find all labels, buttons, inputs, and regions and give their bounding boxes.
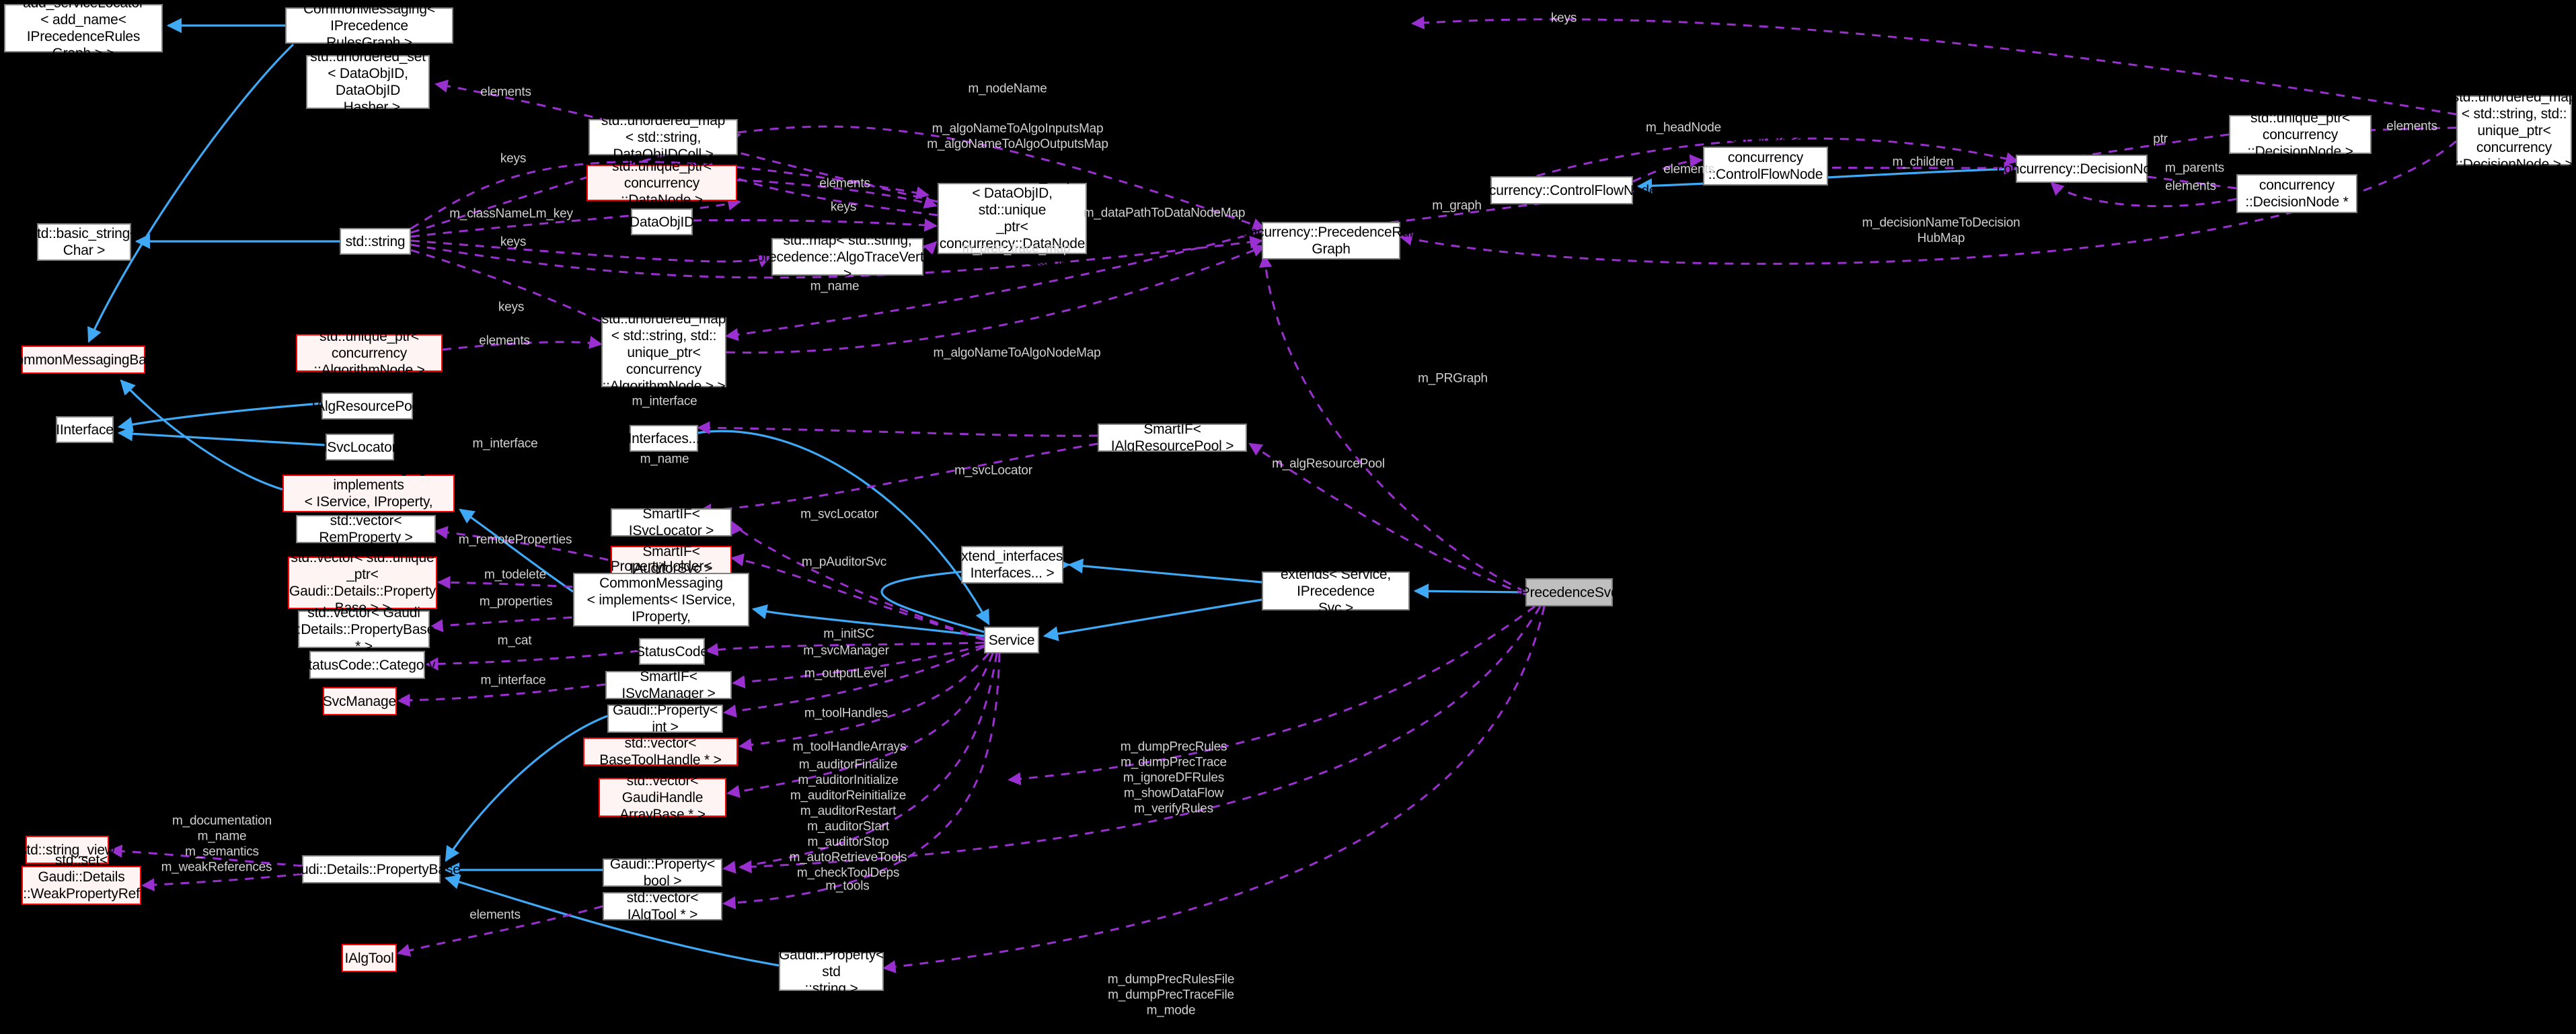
class-node-smartIFIAuditorSvc[interactable]: SmartIF< IAuditorSvc >	[611, 544, 732, 576]
class-node-vectorDecisionNodePtr[interactable]: std::vector< concurrency ::DecisionNode …	[2236, 161, 2357, 227]
class-node-iSvcLocator[interactable]: ISvcLocator	[324, 434, 397, 461]
class-node-uniquePtrDataNode[interactable]: std::unique_ptr< concurrency ::DataNode …	[586, 159, 737, 208]
class-node-smartIFISvcManager[interactable]: SmartIF< ISvcManager >	[605, 669, 732, 701]
class-node-extendInterfaces[interactable]: extend_interfaces< Interfaces... >	[954, 546, 1071, 584]
class-node-controlFlowNode[interactable]: concurrency::ControlFlowNode	[1467, 176, 1657, 204]
class-node-iInterface[interactable]: IInterface	[56, 416, 114, 443]
class-node-uniquePtrAlgorithmNode[interactable]: std::unique_ptr< concurrency ::Algorithm…	[296, 329, 443, 378]
class-node-basicString[interactable]: std::basic_string< Char >	[30, 223, 138, 261]
class-node-interfacesEllipsis[interactable]: Interfaces...	[628, 425, 700, 452]
class-node-statusCodeCategory[interactable]: StatusCode::Category	[299, 651, 436, 679]
class-node-statusCode[interactable]: StatusCode	[636, 638, 708, 665]
class-node-stdString[interactable]: std::string	[340, 228, 411, 255]
class-node-dataObjID[interactable]: DataObjID	[630, 208, 694, 235]
class-node-unorderedMapDecisionNode[interactable]: std::unordered_map < std::string, std:: …	[2452, 89, 2576, 172]
class-node-vectorRemProperty[interactable]: std::vector< RemProperty >	[296, 513, 436, 545]
class-node-unorderedMapStrColl[interactable]: std::unordered_map < std::string, DataOb…	[589, 113, 738, 162]
class-node-mapAlgoTraceVertex[interactable]: std::map< std::string, precedence::AlgoT…	[756, 232, 939, 282]
class-node-vectorBaseToolHandle[interactable]: std::vector< BaseToolHandle * >	[583, 735, 738, 768]
class-node-unorderedMapAlgoNode[interactable]: std::unordered_map < std::string, std:: …	[601, 311, 726, 394]
class-node-extendsServiceIPrec[interactable]: extends< Service, IPrecedence Svc >	[1262, 567, 1410, 616]
inheritance-edges	[87, 17, 2016, 967]
class-node-smartIFIAlgResourcePool[interactable]: SmartIF< IAlgResourcePool >	[1098, 422, 1247, 454]
class-node-unorderedSetDataObjID[interactable]: std::unordered_set < DataObjID, DataObjI…	[306, 49, 430, 115]
class-node-precedenceSvc[interactable]: PrecedenceSvc	[1521, 578, 1618, 606]
class-node-vectorIAlgToolPtr[interactable]: std::vector< IAlgTool * >	[603, 890, 722, 922]
class-node-propertyHolder[interactable]: PropertyHolder< CommonMessaging < implem…	[573, 559, 749, 641]
class-node-commonMessagingIPRG[interactable]: CommonMessaging< IPrecedence RulesGraph …	[285, 1, 453, 50]
class-node-add_serviceLocator[interactable]: add_serviceLocator < add_name< IPreceden…	[4, 0, 163, 61]
class-node-gaudiPropertyString[interactable]: Gaudi::Property< std ::string >	[778, 947, 884, 996]
class-node-gaudiPropertyBool[interactable]: Gaudi::Property< bool >	[603, 857, 722, 889]
class-node-precedenceRulesGraph[interactable]: concurrency::PrecedenceRules Graph	[1235, 222, 1427, 260]
class-node-smartIFISvcLocator[interactable]: SmartIF< ISvcLocator >	[611, 506, 732, 539]
class-node-gaudiPropertyInt[interactable]: Gaudi::Property< int >	[607, 703, 723, 735]
class-node-commonMessagingBase[interactable]: CommonMessagingBase	[6, 346, 161, 374]
class-node-unorderedMapDataNode[interactable]: std::unordered_map < DataObjID, std::uni…	[938, 169, 1087, 268]
class-node-setWeakPropertyRef[interactable]: std::set< Gaudi::Details ::WeakPropertyR…	[22, 852, 141, 918]
class-node-commonMessagingImpl[interactable]: CommonMessaging< implements < IService, …	[282, 461, 455, 526]
class-node-iAlgResourcePool[interactable]: IAlgResourcePool	[312, 393, 423, 420]
class-node-iAlgTool[interactable]: IAlgTool	[342, 944, 397, 972]
class-node-stringView[interactable]: std::string_view	[20, 836, 115, 864]
class-node-gaudiPropertyBase[interactable]: Gaudi::Details::PropertyBase	[282, 855, 461, 883]
class-node-vectorPropertyBasePtr[interactable]: std::vector< Gaudi ::Details::PropertyBa…	[293, 604, 435, 654]
class-node-vectorUniquePtrPropBase[interactable]: std::vector< std::unique _ptr< Gaudi::De…	[288, 550, 437, 616]
class-node-decisionNode[interactable]: concurrency::DecisionNode	[1997, 155, 2166, 183]
class-node-uniquePtrDecisionNode[interactable]: std::unique_ptr< concurrency ::DecisionN…	[2229, 110, 2372, 159]
class-node-vectorControlFlowNode[interactable]: std::vector< concurrency ::ControlFlowNo…	[1703, 133, 1828, 199]
class-node-iSvcManager[interactable]: ISvcManager	[319, 687, 401, 715]
class-node-service[interactable]: Service	[984, 627, 1039, 653]
class-node-vectorGaudiHandleArray[interactable]: std::vector< GaudiHandle ArrayBase * >	[599, 773, 726, 822]
